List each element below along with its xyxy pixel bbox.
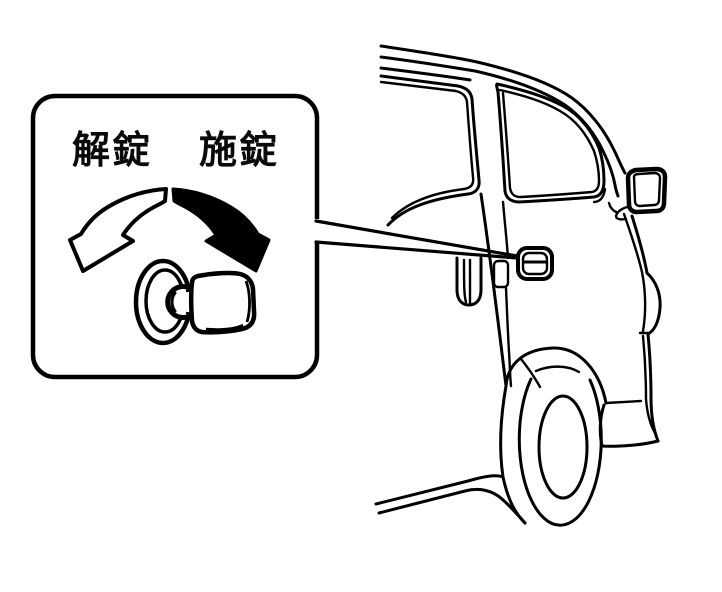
unlock-counterclockwise-arrow-icon — [68, 187, 168, 273]
door-bottom-crease — [519, 357, 542, 389]
wheel-rim — [537, 394, 589, 500]
tire-top-edge — [534, 365, 581, 374]
front-body-lines — [598, 212, 662, 448]
lock-label: 施錠 — [199, 128, 279, 172]
sliding-door-window — [379, 74, 481, 227]
fender-arch — [504, 346, 608, 405]
mirror-arm — [607, 201, 629, 221]
key-head — [189, 270, 257, 335]
vent-window-corner — [592, 187, 607, 204]
fender-lower-edge — [501, 475, 527, 525]
key-head-edge-highlight — [244, 280, 251, 323]
door-pillar-lines — [479, 192, 513, 388]
leader-line-lower — [314, 240, 519, 260]
lock-clockwise-arrow-icon — [171, 187, 271, 273]
key-cylinder — [133, 258, 257, 346]
door-edge-detail — [492, 259, 510, 289]
unlock-label: 解錠 — [72, 128, 152, 172]
keyhole-inner-arc — [170, 291, 177, 313]
front-wheel — [499, 346, 608, 527]
front-door-handle — [516, 246, 554, 281]
van-side-view — [374, 44, 668, 527]
side-mirror — [625, 166, 668, 215]
leader-line-upper — [314, 219, 519, 258]
rocker-panel-lines — [374, 474, 527, 525]
front-door-window — [495, 82, 606, 204]
keyhole-c-ring — [165, 284, 196, 320]
sliding-door-rail-recess — [455, 256, 483, 307]
callout-border-gap — [309, 219, 322, 243]
key-head-bottom-highlight — [205, 323, 244, 331]
tire-outline — [517, 377, 603, 527]
callout-leader-lines — [314, 219, 519, 260]
fender-left-edge — [499, 384, 508, 479]
callout-box: 解錠 施錠 — [30, 93, 322, 380]
